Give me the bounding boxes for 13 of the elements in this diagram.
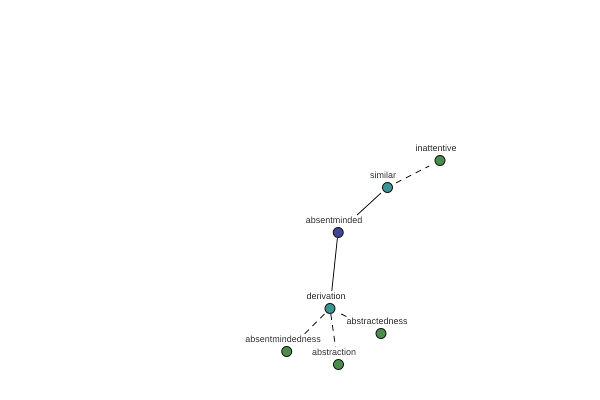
node-label: derivation	[306, 291, 346, 301]
connector-line	[331, 238, 338, 292]
dashed-connector-line	[396, 166, 430, 184]
node-label: absentmindedness	[245, 334, 321, 344]
dashed-connector-line	[340, 314, 347, 318]
node-label: inattentive	[415, 143, 457, 153]
node-label: absentminded	[306, 215, 362, 225]
dashed-connector-line	[330, 314, 336, 348]
dashed-connector-line	[304, 314, 325, 334]
node-label: abstraction	[312, 347, 356, 357]
node-label: abstractedness	[346, 316, 408, 326]
node-label: similar	[370, 170, 396, 180]
connector-line	[356, 192, 382, 216]
